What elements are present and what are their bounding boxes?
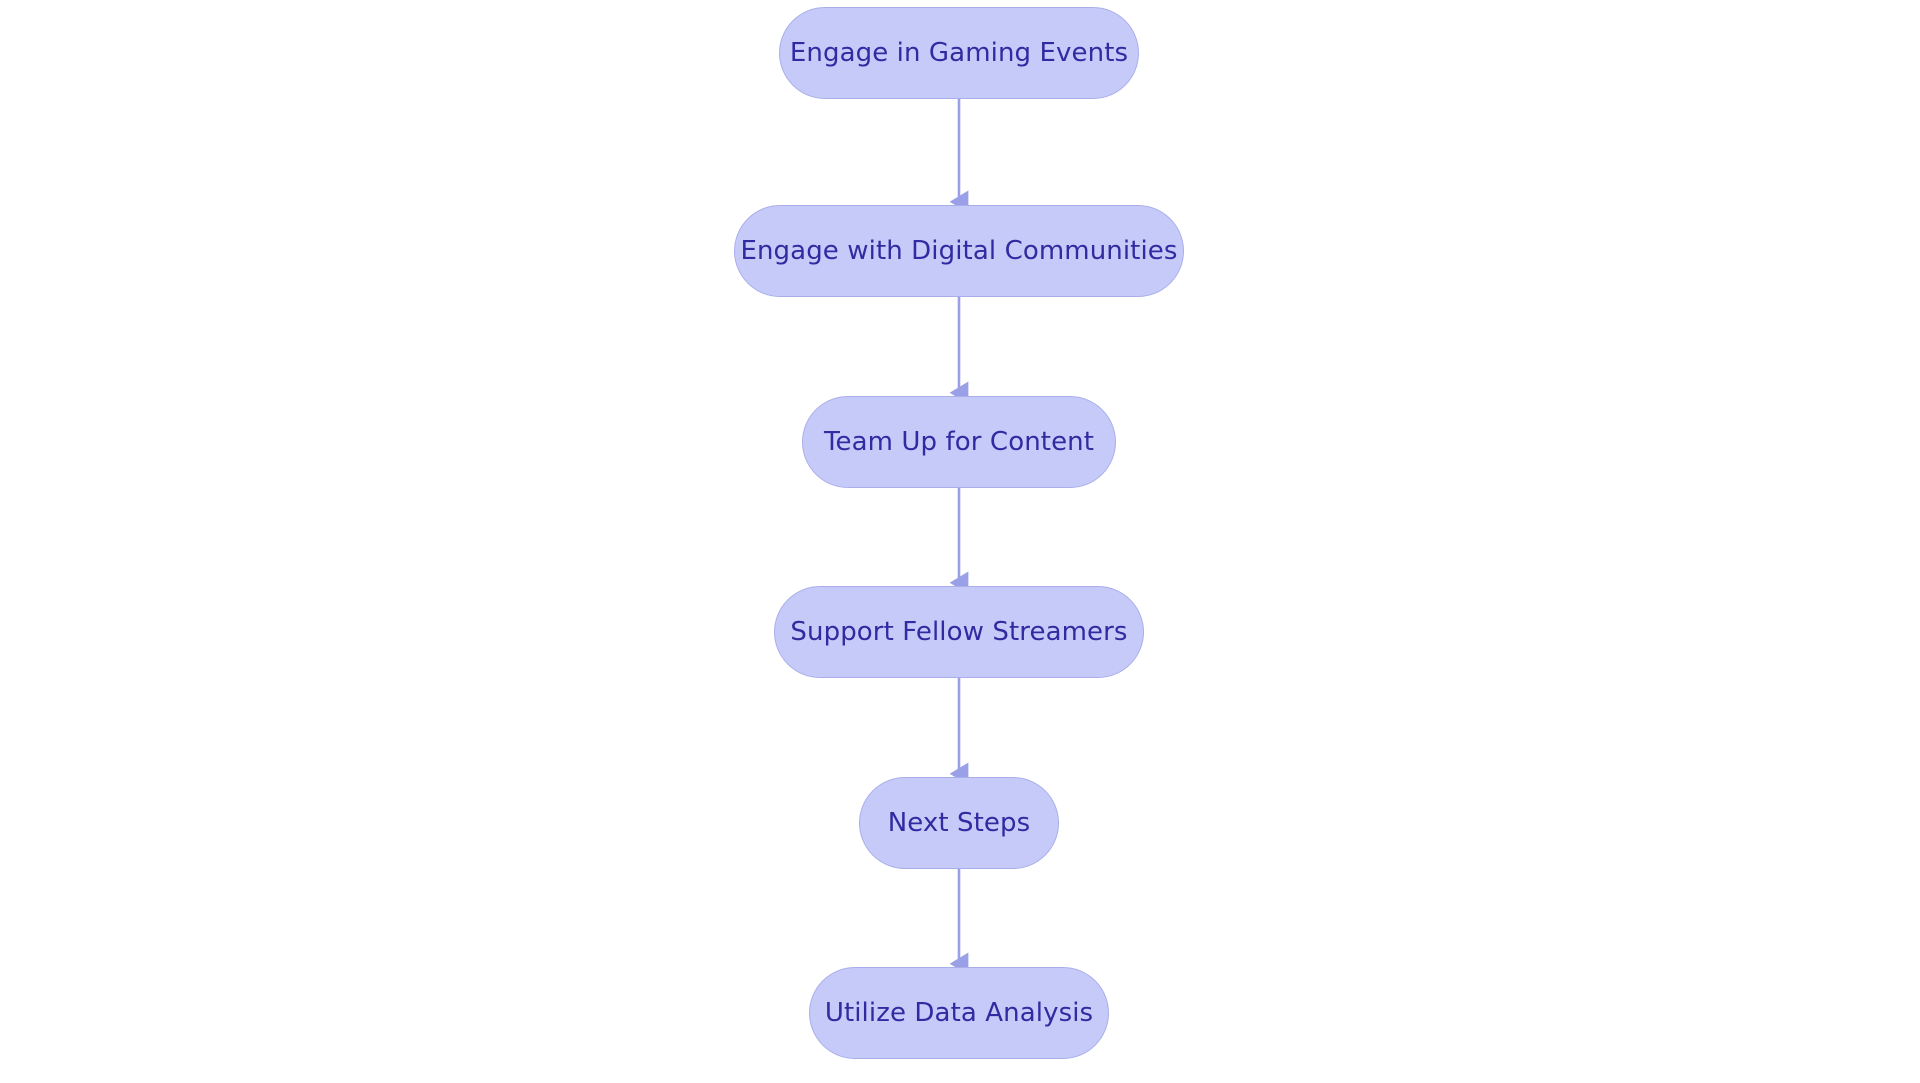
flow-node-label: Engage with Digital Communities [740, 236, 1178, 266]
flow-node-label: Team Up for Content [823, 427, 1095, 457]
flow-node-4[interactable]: Support Fellow Streamers [774, 586, 1144, 678]
flow-node-5[interactable]: Next Steps [859, 777, 1059, 869]
flow-node-6[interactable]: Utilize Data Analysis [809, 967, 1109, 1059]
flow-node-3[interactable]: Team Up for Content [802, 396, 1116, 488]
flow-node-label: Support Fellow Streamers [790, 617, 1128, 647]
flow-node-2[interactable]: Engage with Digital Communities [734, 205, 1184, 297]
flow-node-label: Utilize Data Analysis [824, 998, 1094, 1028]
flow-node-label: Engage in Gaming Events [789, 38, 1129, 68]
flow-node-label: Next Steps [887, 808, 1031, 838]
flow-node-1[interactable]: Engage in Gaming Events [779, 7, 1139, 99]
